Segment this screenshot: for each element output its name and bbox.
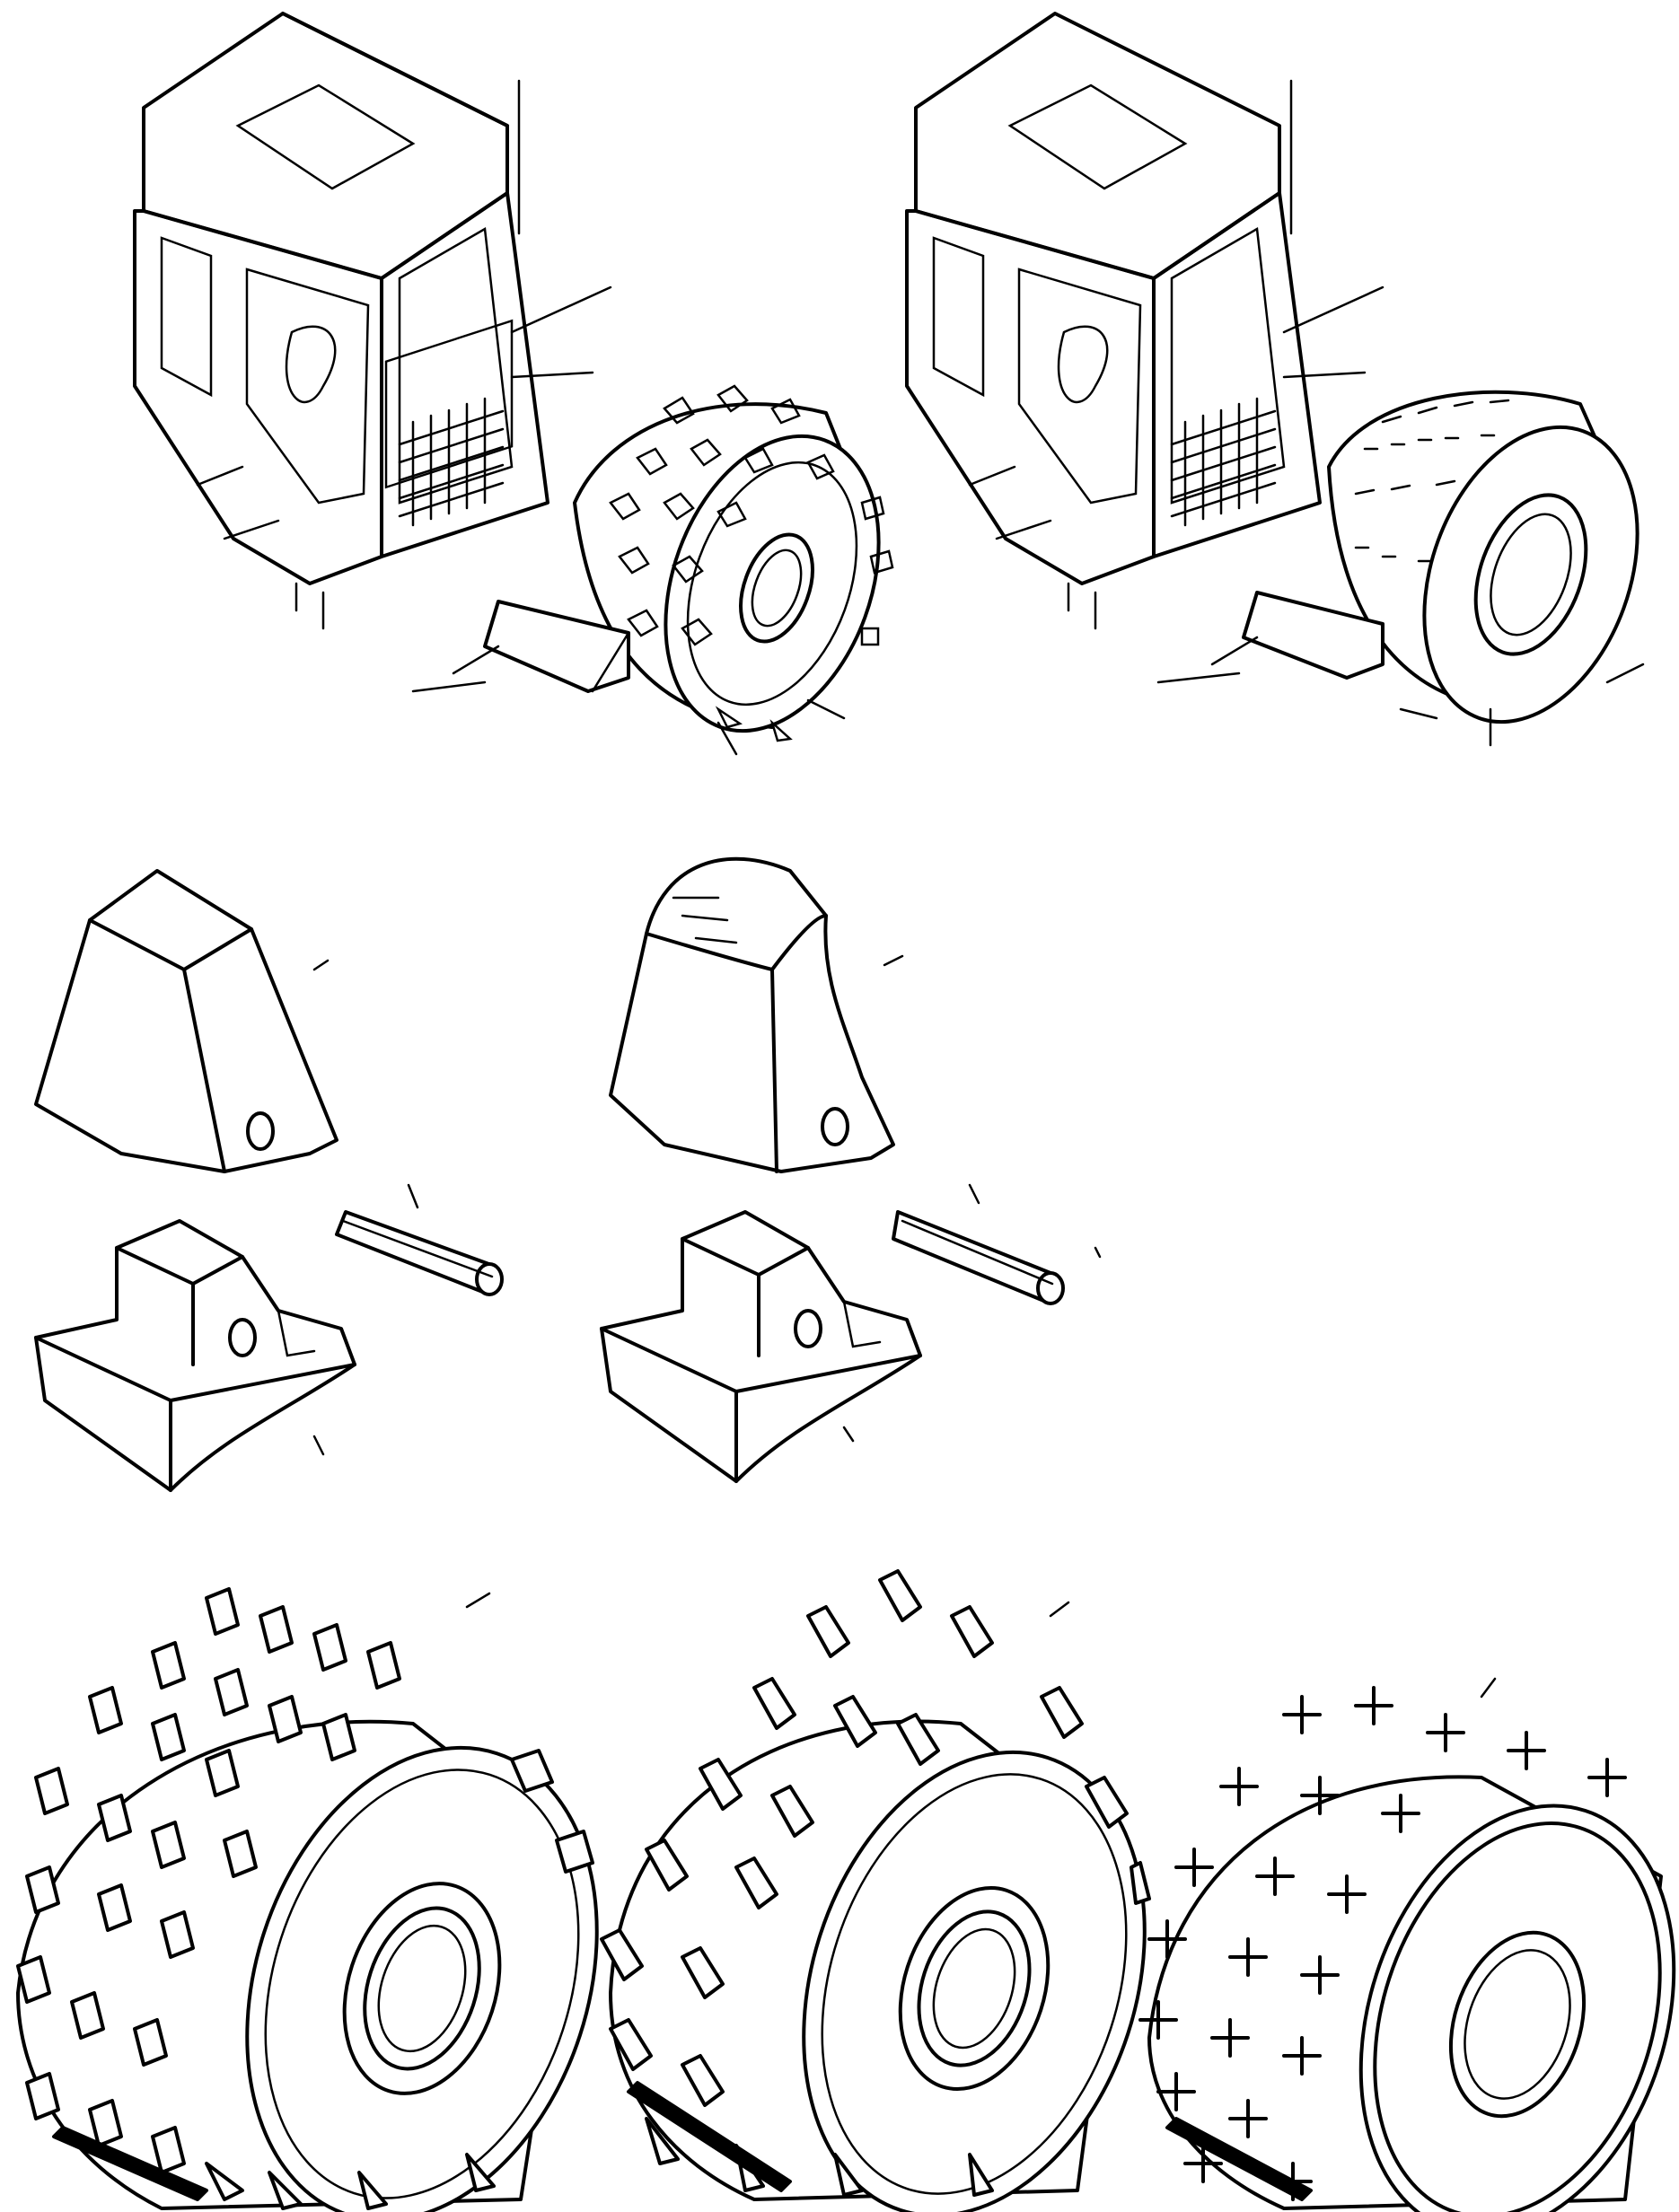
pad-base	[34, 1219, 356, 1492]
smooth-drum	[1156, 390, 1645, 747]
padfoot-drum	[411, 384, 894, 756]
pad-pin	[335, 1183, 504, 1296]
operator-cab	[133, 12, 612, 630]
drum-pads	[600, 1569, 1151, 2197]
tapered-pad-drum	[16, 1587, 599, 2212]
smooth-drum-roller-machine	[905, 12, 1645, 747]
cab-door-grille	[384, 319, 514, 527]
pad-base	[600, 1210, 922, 1483]
drum-pads	[1138, 1686, 1627, 2201]
cross-pad-drum	[1138, 1677, 1676, 2212]
drum-pads	[609, 384, 894, 742]
pad-cap	[609, 856, 904, 1173]
pad-assembly-flat-top	[34, 869, 504, 1492]
cab-door-grille	[1170, 397, 1277, 527]
wedge-pad-drum	[600, 1569, 1151, 2212]
drum-pads	[16, 1587, 594, 2210]
pad-cap	[34, 869, 338, 1173]
drum-surface-marks	[1354, 399, 1510, 563]
pad-assembly-curved-top	[600, 856, 1102, 1483]
pad-pin	[892, 1183, 1102, 1305]
operator-cab	[905, 12, 1385, 630]
padfoot-roller-machine	[133, 12, 894, 756]
